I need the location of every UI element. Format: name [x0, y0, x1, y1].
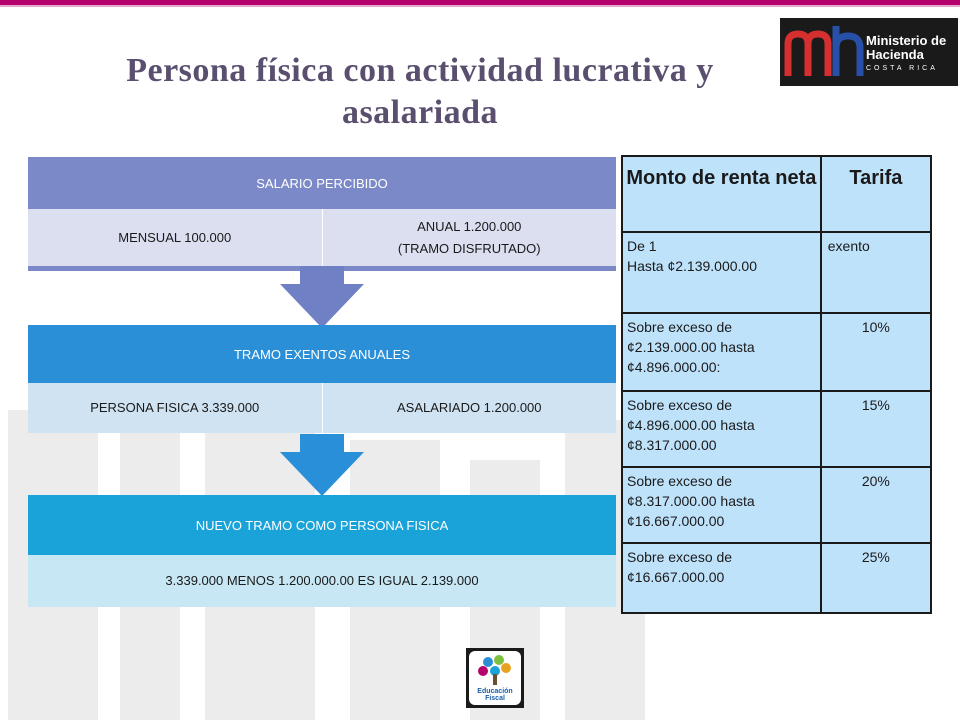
tariff-rate-cell: exento — [819, 231, 933, 314]
tariff-rate-cell: 25% — [819, 542, 933, 614]
tariff-table: Monto de renta neta Tarifa De 1 Hasta ¢2… — [621, 155, 933, 614]
table-row: Sobre exceso de ¢2.139.000.00 hasta ¢4.8… — [621, 312, 933, 392]
down-arrow-icon — [280, 266, 364, 328]
salario-percibido-row: MENSUAL 100.000 ANUAL 1.200.000 (TRAMO D… — [28, 209, 616, 266]
range-line: Sobre exceso de — [627, 319, 733, 335]
nuevo-tramo-calc-cell: 3.339.000 MENOS 1.200.000.00 ES IGUAL 2.… — [165, 573, 479, 588]
table-row: De 1 Hasta ¢2.139.000.00 exento — [621, 231, 933, 314]
table-row: Sobre exceso de ¢4.896.000.00 hasta ¢8.3… — [621, 390, 933, 468]
tariff-rate-cell: 15% — [819, 390, 933, 468]
slide-title: Persona física con actividad lucrativa y… — [50, 50, 790, 134]
range-line: ¢2.139.000.00 hasta — [627, 339, 755, 355]
range-line: ¢4.896.000.00 hasta — [627, 417, 755, 433]
salario-mensual-cell: MENSUAL 100.000 — [118, 229, 232, 245]
salario-anual-cell: ANUAL 1.200.000 (TRAMO DISFRUTADO) — [321, 209, 617, 266]
tariff-range-cell: Sobre exceso de ¢8.317.000.00 hasta ¢16.… — [621, 466, 822, 544]
salario-anual-line2: (TRAMO DISFRUTADO) — [397, 240, 541, 256]
slide-title-line2: asalariada — [341, 94, 499, 131]
nuevo-tramo-header: NUEVO TRAMO COMO PERSONA FISICA — [28, 495, 616, 555]
tariff-rate-cell: 20% — [819, 466, 933, 544]
range-line: Sobre exceso de — [627, 549, 733, 565]
down-arrow-icon — [280, 434, 364, 496]
range-line: De 1 — [627, 238, 657, 254]
range-line: Sobre exceso de — [627, 473, 733, 489]
tramo-exentos-row: PERSONA FISICA 3.339.000 ASALARIADO 1.20… — [28, 383, 616, 433]
top-accent-bar — [0, 0, 960, 8]
table-row: Sobre exceso de ¢8.317.000.00 hasta ¢16.… — [621, 466, 933, 544]
asalariado-cell: ASALARIADO 1.200.000 — [321, 383, 617, 433]
slide-title-line1: Persona física con actividad lucrativa y — [126, 52, 714, 89]
nuevo-tramo-box: NUEVO TRAMO COMO PERSONA FISICA 3.339.00… — [28, 495, 616, 607]
tramo-exentos-box: TRAMO EXENTOS ANUALES PERSONA FISICA 3.3… — [28, 325, 616, 433]
table-row: Sobre exceso de ¢16.667.000.00 25% — [621, 542, 933, 614]
badge-line2: Fiscal — [485, 695, 505, 702]
logo-text: Ministerio de Hacienda COSTA RICA — [866, 34, 946, 76]
salario-anual-line1: ANUAL 1.200.000 — [417, 218, 522, 234]
tariff-header-monto: Monto de renta neta — [621, 155, 822, 233]
badge-line1: Educación — [477, 688, 512, 695]
hacienda-logo-icon — [780, 18, 958, 86]
range-line: ¢4.896.000.00: — [627, 359, 721, 375]
range-line: ¢16.667.000.00 — [627, 513, 725, 529]
nuevo-tramo-row: 3.339.000 MENOS 1.200.000.00 ES IGUAL 2.… — [28, 555, 616, 607]
tariff-header-row: Monto de renta neta Tarifa — [621, 155, 933, 233]
tariff-range-cell: De 1 Hasta ¢2.139.000.00 — [621, 231, 822, 314]
range-line: Sobre exceso de — [627, 397, 733, 413]
salario-percibido-header: SALARIO PERCIBIDO — [28, 157, 616, 209]
tariff-range-cell: Sobre exceso de ¢2.139.000.00 hasta ¢4.8… — [621, 312, 822, 392]
logo-name-line2: Hacienda — [866, 47, 924, 62]
range-line: ¢8.317.000.00 — [627, 437, 717, 453]
range-line: ¢16.667.000.00 — [627, 569, 725, 585]
persona-fisica-cell: PERSONA FISICA 3.339.000 — [90, 400, 260, 415]
logo-name-line1: Ministerio de — [866, 33, 947, 48]
educacion-fiscal-tree-icon: Educación Fiscal — [466, 648, 524, 708]
range-line: ¢8.317.000.00 hasta — [627, 493, 755, 509]
tariff-header-tarifa: Tarifa — [819, 155, 933, 233]
salario-percibido-box: SALARIO PERCIBIDO MENSUAL 100.000 ANUAL … — [28, 157, 616, 271]
tariff-range-cell: Sobre exceso de ¢16.667.000.00 — [621, 542, 822, 614]
tramo-exentos-header: TRAMO EXENTOS ANUALES — [28, 325, 616, 383]
logo-country: COSTA RICA — [866, 65, 938, 72]
tariff-range-cell: Sobre exceso de ¢4.896.000.00 hasta ¢8.3… — [621, 390, 822, 468]
tariff-rate-cell: 10% — [819, 312, 933, 392]
range-line: Hasta ¢2.139.000.00 — [627, 258, 757, 274]
